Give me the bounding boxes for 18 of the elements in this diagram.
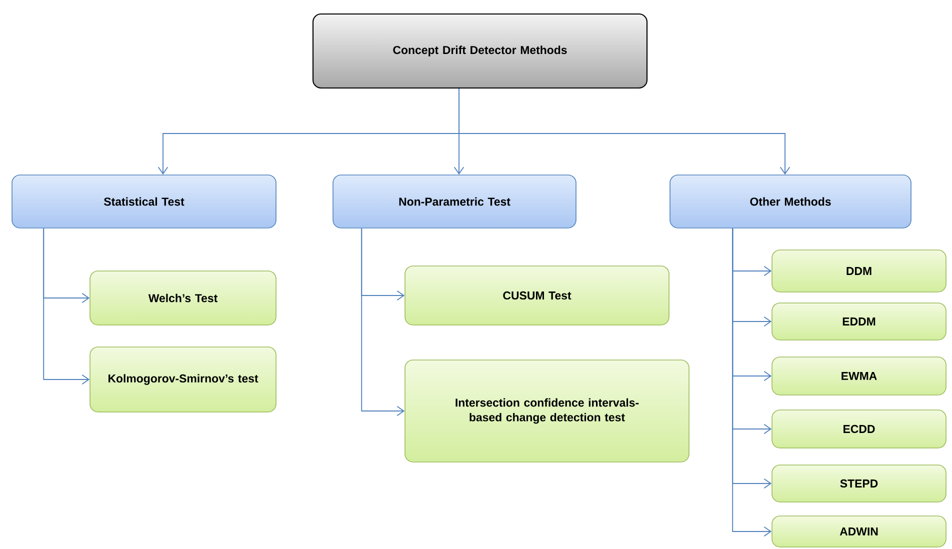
root-box: Concept Drift Detector Methods	[312, 13, 648, 89]
arrow	[43, 228, 90, 385]
method-box: Welch’s Test	[90, 270, 276, 326]
method-box: CUSUM Test	[404, 266, 670, 326]
category-box: Non-Parametric Test	[332, 174, 576, 228]
arrow	[361, 228, 405, 416]
method-box: EWMA	[772, 356, 946, 396]
method-box: ADWIN	[772, 516, 946, 548]
category-box: Statistical Test	[12, 174, 276, 228]
arrow	[732, 228, 772, 537]
category-box: Other Methods	[670, 174, 912, 228]
method-box: EDDM	[772, 302, 946, 340]
method-box: Kolmogorov-Smirnov’s test	[90, 346, 276, 412]
method-box: ECDD	[772, 410, 946, 448]
method-box: DDM	[772, 250, 946, 292]
method-box: STEPD	[772, 464, 946, 502]
arrow	[458, 88, 790, 175]
method-box: Intersection confidence intervals-based change detection test	[404, 360, 690, 462]
